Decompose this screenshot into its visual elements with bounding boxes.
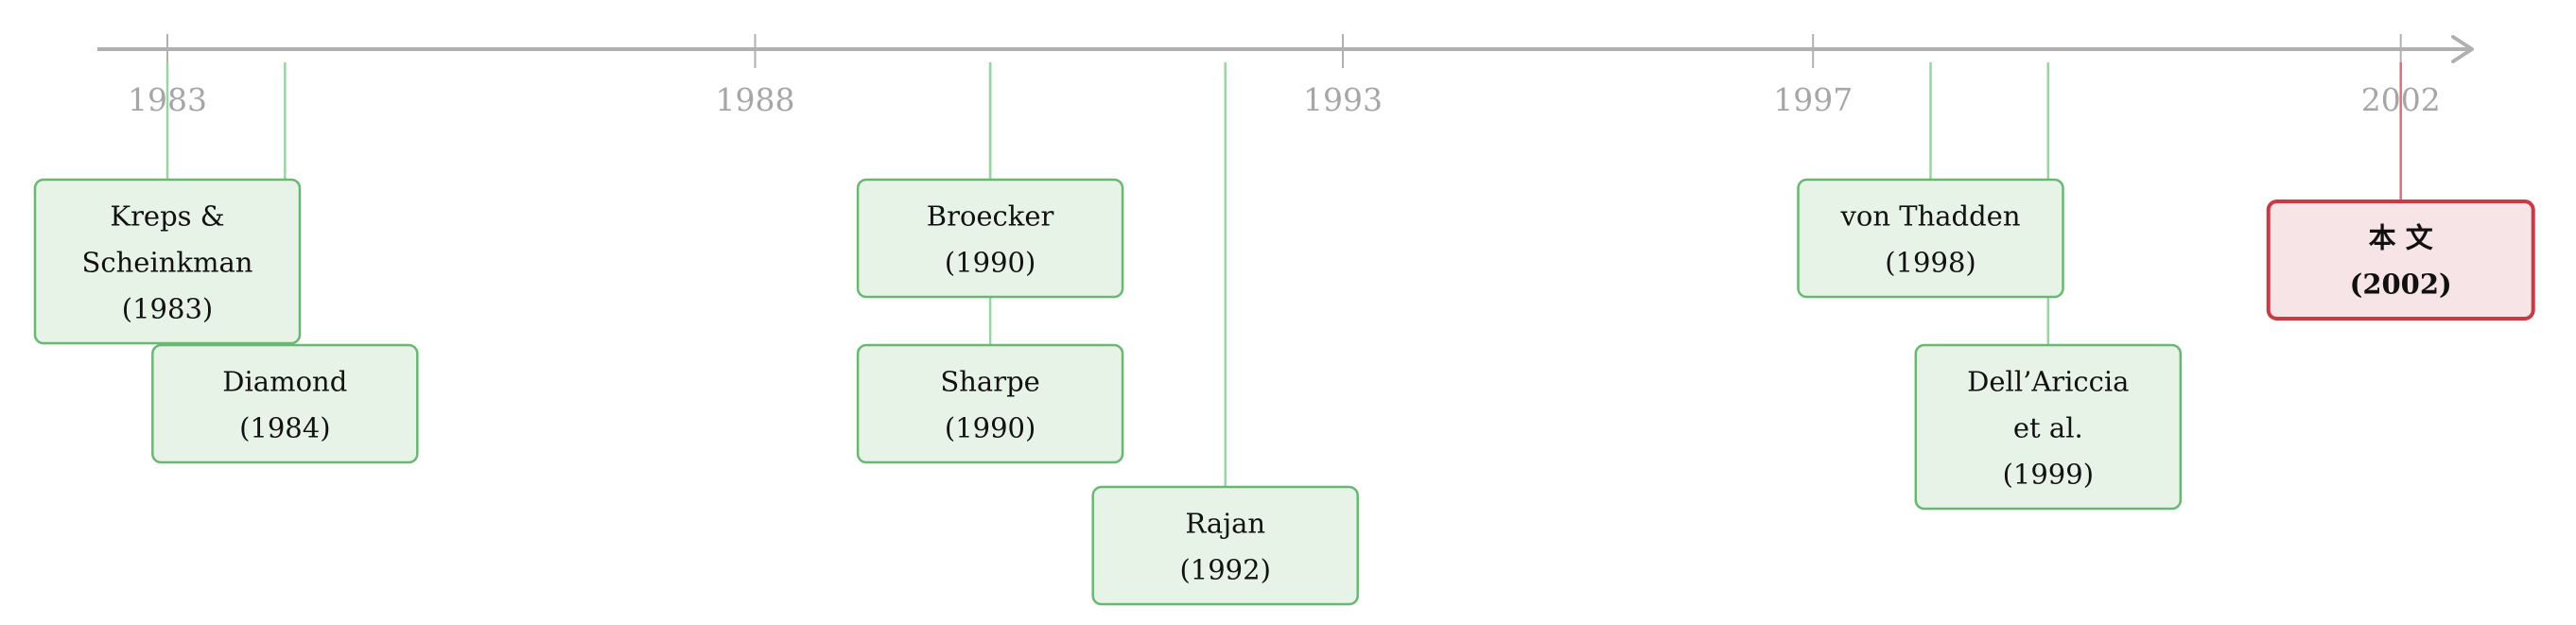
event-sharpe: Sharpe (1990) (856, 343, 1124, 464)
event-label-kreps-scheinkman-line-2: Scheinkman (82, 246, 253, 278)
event-label-diamond-line-2: (1984) (239, 411, 330, 443)
event-label-this-paper-line-1: 本 文 (2369, 221, 2434, 253)
event-box-diamond (151, 343, 419, 464)
event-box-kreps-scheinkman (33, 178, 302, 345)
event-box-von-thadden (1797, 178, 2064, 299)
event-label-dellariccia-line-2: et al. (2013, 411, 2083, 443)
event-label-von-thadden-line-1: von Thadden (1839, 200, 2020, 232)
event-dellariccia: Dell’Ariccia et al. (1999) (1914, 343, 2183, 511)
event-label-dellariccia-line-3: (1999) (2003, 458, 2094, 490)
event-diamond: Diamond (1984) (151, 343, 419, 464)
event-box-sharpe (856, 343, 1124, 464)
event-boxes: Kreps & Scheinkman (1983) Diamond (1984) Broe… (33, 178, 2535, 606)
axis-tick-label-1988: 1988 (716, 81, 795, 118)
event-label-kreps-scheinkman-line-1: Kreps & (110, 200, 224, 232)
event-von-thadden: von Thadden (1998) (1797, 178, 2064, 299)
event-label-broecker-line-2: (1990) (945, 246, 1036, 278)
event-label-sharpe-line-1: Sharpe (940, 365, 1039, 397)
event-label-dellariccia-line-1: Dell’Ariccia (1967, 365, 2129, 397)
event-label-rajan-line-2: (1992) (1179, 553, 1270, 585)
event-broecker: Broecker (1990) (856, 178, 1124, 299)
axis-tick-label-1997: 1997 (1773, 81, 1853, 118)
event-label-diamond-line-1: Diamond (222, 365, 347, 397)
event-label-sharpe-line-2: (1990) (945, 411, 1036, 443)
event-this-paper: 本 文 (2002) (2266, 200, 2535, 321)
event-label-rajan-line-1: Rajan (1185, 507, 1265, 539)
event-box-rajan (1091, 485, 1359, 606)
event-label-kreps-scheinkman-line-3: (1983) (122, 292, 213, 324)
event-kreps-scheinkman: Kreps & Scheinkman (1983) (33, 178, 302, 345)
event-label-von-thadden-line-2: (1998) (1885, 246, 1976, 278)
timeline-axis (97, 35, 2474, 63)
event-label-broecker-line-1: Broecker (927, 200, 1054, 232)
event-box-broecker (856, 178, 1124, 299)
event-box-this-paper (2266, 200, 2535, 321)
axis-tick-label-1993: 1993 (1303, 81, 1383, 118)
event-label-this-paper-line-2: (2002) (2350, 268, 2452, 300)
event-box-dellariccia (1914, 343, 2183, 511)
event-rajan: Rajan (1992) (1091, 485, 1359, 606)
axis-arrowhead-icon (2451, 35, 2474, 63)
